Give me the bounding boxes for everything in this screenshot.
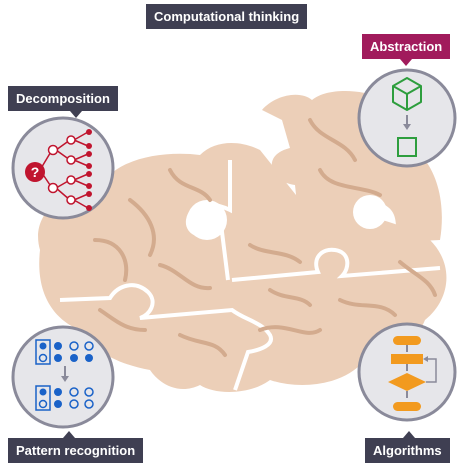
pointer-arrow <box>403 431 415 438</box>
abstraction-text: Abstraction <box>370 39 443 54</box>
arrow-down-icon <box>403 115 411 130</box>
pattern-recognition-label: Pattern recognition <box>8 431 144 463</box>
abstraction-label: Abstraction <box>362 34 451 66</box>
pattern-recognition-text: Pattern recognition <box>16 443 136 458</box>
tree-icon <box>39 131 89 209</box>
pattern-recognition-illustration <box>11 325 115 429</box>
algorithms-illustration <box>357 322 457 422</box>
pointer-arrow <box>70 111 82 118</box>
pointer-arrow <box>63 431 75 438</box>
square-icon <box>397 137 417 157</box>
dot-grid-icon <box>35 339 94 411</box>
pointer-arrow <box>400 59 412 66</box>
decomposition-text: Decomposition <box>16 91 110 106</box>
algorithms-text: Algorithms <box>373 443 442 458</box>
cube-icon <box>392 77 422 111</box>
decomposition-label: Decomposition <box>8 86 118 118</box>
flowchart-icon <box>388 336 437 411</box>
abstraction-illustration <box>357 68 457 168</box>
title-text: Computational thinking <box>154 9 300 24</box>
question-mark-icon: ? <box>25 162 45 182</box>
svg-text:?: ? <box>31 164 40 180</box>
title-label: Computational thinking <box>146 4 308 29</box>
algorithms-label: Algorithms <box>365 431 450 463</box>
decomposition-illustration: ? <box>11 116 115 220</box>
